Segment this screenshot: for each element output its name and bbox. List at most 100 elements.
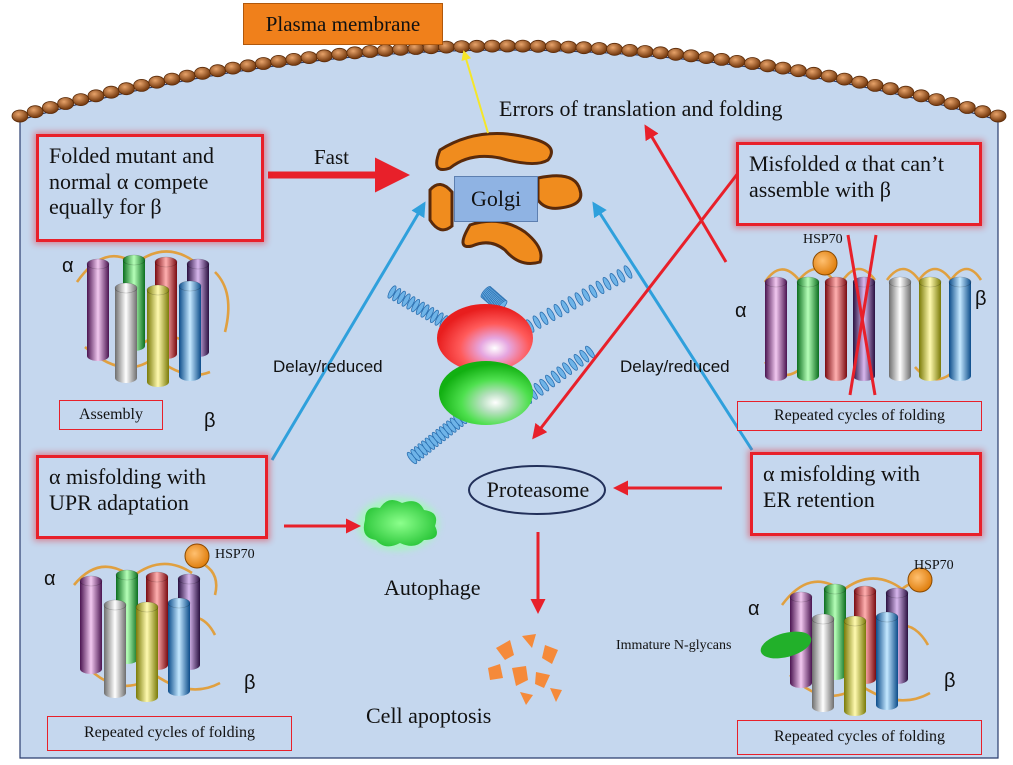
helix-cylinder-bottom <box>179 371 201 381</box>
helix-cylinder <box>765 282 787 376</box>
beta-label-tr: β <box>975 288 987 310</box>
mrna-coil-segment <box>420 304 430 318</box>
membrane-bead <box>514 39 532 53</box>
mrna-coil-segment <box>545 374 555 388</box>
helix-cylinder <box>889 282 911 376</box>
mrna-coil-segment <box>609 273 619 287</box>
membrane-bead <box>26 105 44 119</box>
helix-cylinder-top <box>948 276 972 288</box>
membrane-bead <box>943 97 961 110</box>
mrna-coil-segment <box>532 315 542 329</box>
helix-cylinder-top <box>843 615 867 627</box>
errors-label: Errors of translation and folding <box>499 96 783 121</box>
membrane-bead <box>270 55 288 68</box>
protein-bundle-er-retention <box>780 577 931 716</box>
mrna-coil-segment <box>616 269 626 283</box>
helix-cylinder <box>115 288 137 378</box>
membrane-bead <box>713 53 731 66</box>
text-line: assemble with β <box>749 176 891 202</box>
immature-glycan-icon <box>760 631 812 659</box>
membrane-bead <box>239 59 257 73</box>
mrna-coil-segment <box>396 290 406 304</box>
membrane-bead <box>698 51 715 64</box>
membrane-bead <box>300 51 318 64</box>
mrna-coil-segment <box>574 292 584 306</box>
box-misfolded-alpha: Misfolded α that can’t assemble with β <box>736 142 982 226</box>
membrane-bead <box>209 64 227 78</box>
membrane-bead <box>194 66 211 80</box>
membrane-bead <box>87 89 105 103</box>
membrane-bead <box>836 72 853 86</box>
mrna-coil-segment <box>387 285 397 299</box>
membrane-bead <box>285 53 303 66</box>
membrane-bead <box>346 46 364 60</box>
mrna-coil-segment <box>556 366 567 379</box>
mrna-coil-segment <box>533 383 544 396</box>
protein-bundle-assembled <box>75 250 230 387</box>
immature-glycans-label: Immature N-glycans <box>616 638 732 653</box>
helix-cylinder-top <box>178 280 202 292</box>
helix-cylinder <box>147 290 169 382</box>
helix-cylinder-bottom <box>797 371 819 381</box>
helix-cylinder-top <box>122 254 146 266</box>
mrna-coil-segment <box>406 296 416 310</box>
mrna-coil-segment <box>411 299 421 313</box>
membrane-bead <box>989 109 1007 123</box>
mrna-coil-segment <box>434 312 444 326</box>
helix-cylinder-top <box>875 611 899 623</box>
mrna-coil-segment <box>539 378 550 392</box>
helix-cylinder-bottom <box>104 688 126 698</box>
membrane-bead <box>483 39 501 53</box>
membrane-bead <box>759 59 777 73</box>
helix-cylinder-bottom <box>844 706 866 716</box>
helix-cylinder-bottom <box>765 371 787 381</box>
helix-cylinder <box>844 621 866 711</box>
helix-cylinder-top <box>115 569 139 581</box>
membrane-bead <box>72 93 90 106</box>
mrna-coil-segment <box>595 280 605 295</box>
mrna-coil-segment <box>415 301 425 315</box>
membrane-bead <box>728 55 746 68</box>
membrane-bead <box>667 47 685 61</box>
box-folded-mutant: Folded mutant and normal α compete equal… <box>36 134 264 242</box>
membrane-bead <box>118 82 135 96</box>
helix-cylinder-bottom <box>949 371 971 381</box>
text-line: α misfolding with <box>49 464 206 489</box>
membrane-bead <box>392 42 410 56</box>
helix-cylinder <box>949 282 971 376</box>
alpha-label-tl: α <box>62 255 74 277</box>
membrane-bead <box>682 49 700 63</box>
helix-cylinder <box>825 282 847 376</box>
box-upr-adaptation-text: α misfolding with UPR adaptation <box>49 464 206 515</box>
box-folded-mutant-text: Folded mutant and normal α compete equal… <box>49 143 214 220</box>
box-misfolded-alpha-text: Misfolded α that can’t assemble with β <box>749 151 944 202</box>
ribosome-icon <box>387 265 633 465</box>
membrane-bead <box>224 61 242 75</box>
helix-cylinder-top <box>789 591 813 603</box>
helix-cylinder-bottom <box>919 371 941 381</box>
membrane-bead <box>529 39 547 53</box>
loop-strand <box>885 267 983 283</box>
alpha-label-tr: α <box>735 300 747 322</box>
helix-cylinder-top <box>186 258 210 270</box>
helix-cylinder-top <box>888 276 912 288</box>
hsp70-ball-tr <box>812 250 838 276</box>
membrane-bead <box>897 85 915 99</box>
helix-cylinder-top <box>853 585 877 597</box>
membrane-bead <box>928 93 945 106</box>
membrane-bead <box>652 46 669 60</box>
box-upr-adaptation: α misfolding with UPR adaptation <box>36 455 268 539</box>
mrna-coil-segment <box>581 288 591 302</box>
plasma-membrane-label: Plasma membrane <box>243 3 443 45</box>
text-line: Misfolded α that can’t <box>749 151 945 176</box>
helix-cylinder-top <box>146 284 170 296</box>
helix-cylinder-top <box>823 583 847 595</box>
mrna-coil-segment <box>429 309 439 323</box>
membrane-bead <box>958 101 976 114</box>
helix-cylinder <box>919 282 941 376</box>
helix-cylinder-top <box>167 597 191 609</box>
membrane-bead <box>331 47 349 61</box>
text-line: Folded mutant and <box>49 143 214 168</box>
helix-cylinder-bottom <box>812 702 834 712</box>
